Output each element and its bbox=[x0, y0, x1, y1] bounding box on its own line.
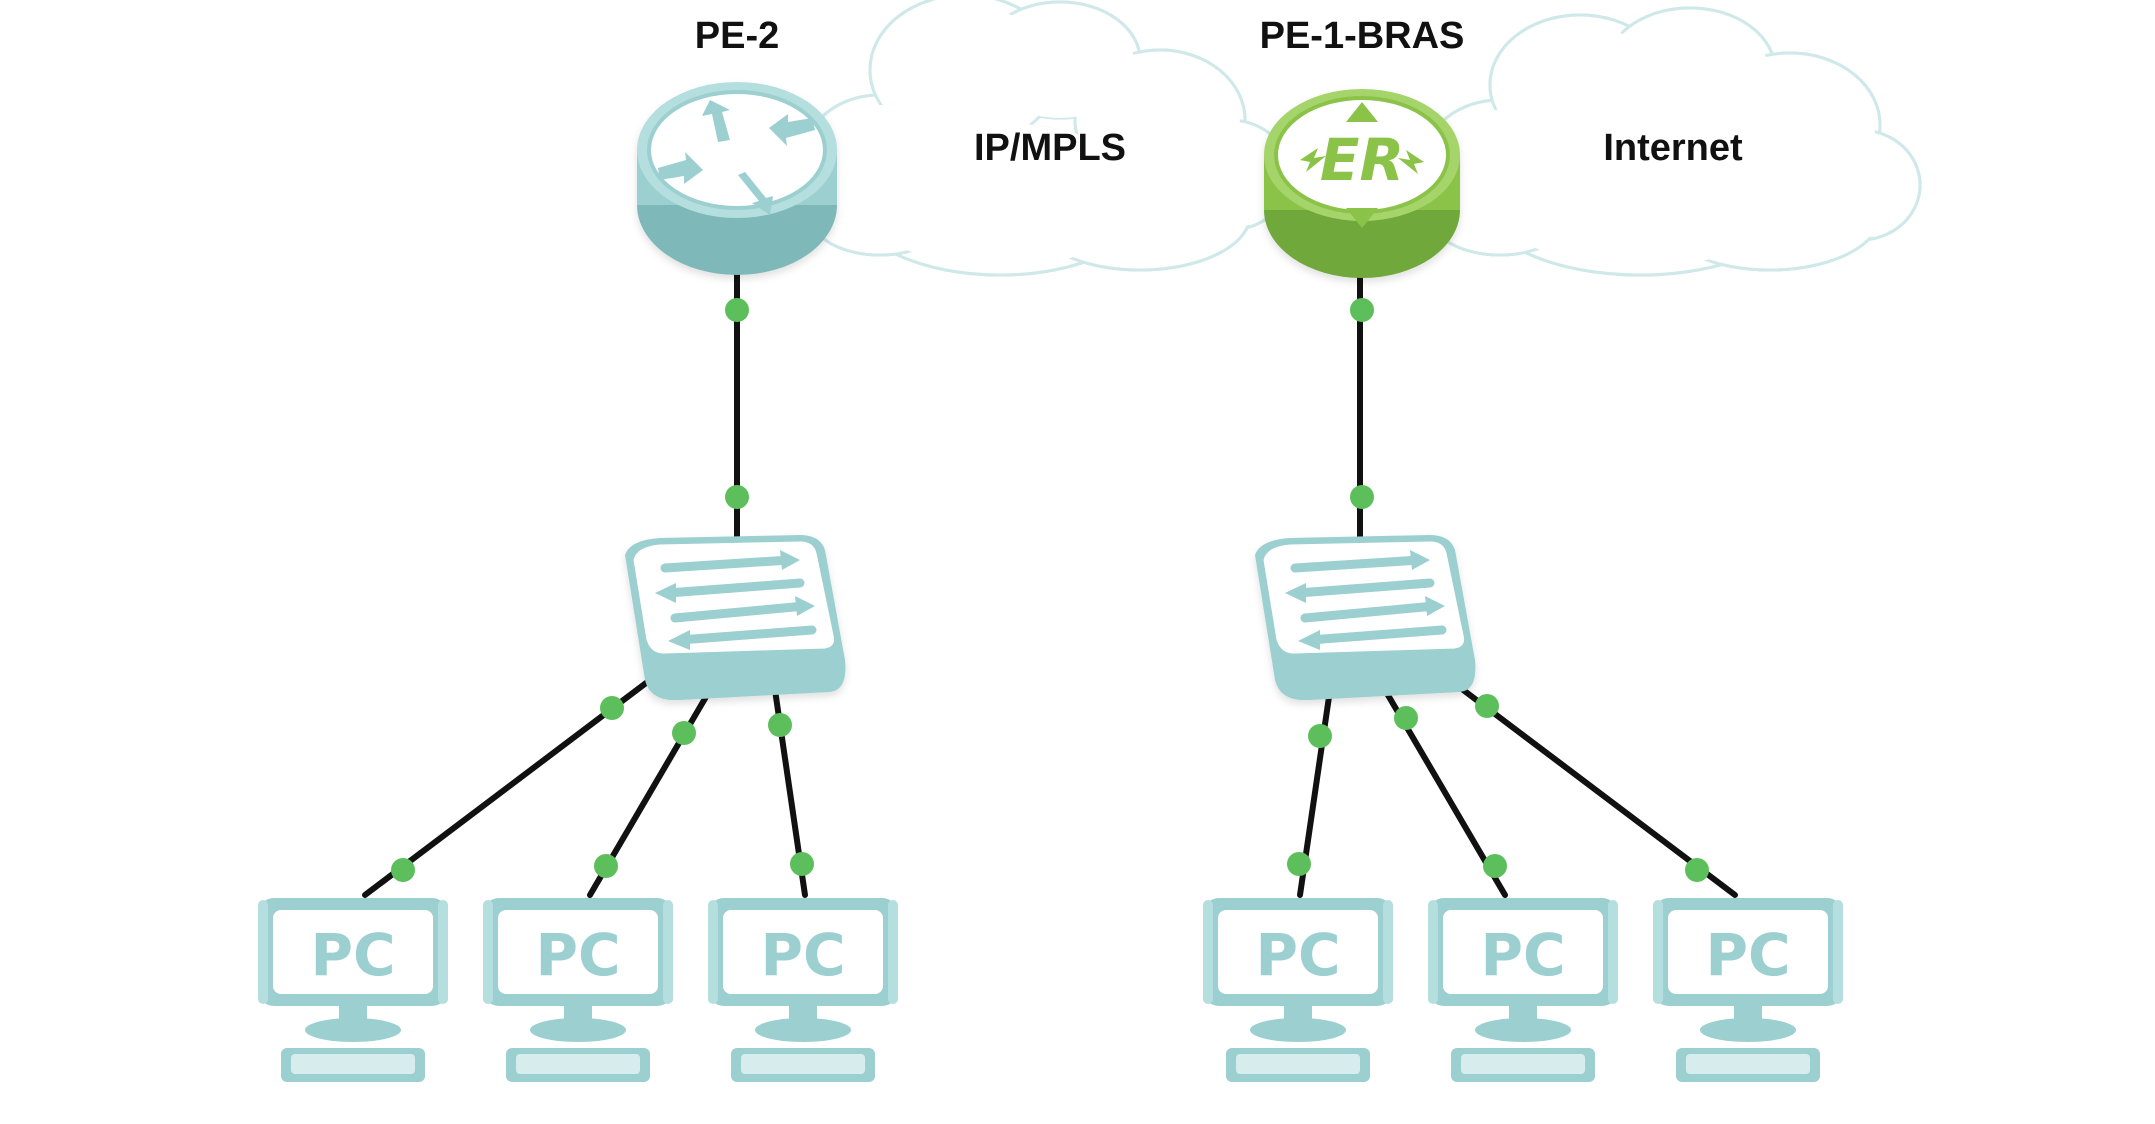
er-router-icon: ER bbox=[1300, 102, 1424, 228]
port-dot bbox=[1475, 694, 1499, 718]
pc-label: PC bbox=[1705, 921, 1790, 989]
pc-stand bbox=[530, 1018, 626, 1042]
links bbox=[362, 252, 1738, 898]
port-dot bbox=[1308, 724, 1332, 748]
port-dot bbox=[725, 298, 749, 322]
pc-group: PC PC PC PC PC PC bbox=[258, 898, 1843, 1082]
pc-screen bbox=[1218, 910, 1378, 994]
port-dot bbox=[1394, 706, 1418, 730]
pc-screen bbox=[723, 910, 883, 994]
cloud-internet-label: Internet bbox=[1603, 127, 1743, 169]
pc-label: PC bbox=[310, 921, 395, 989]
router-pe2-label: PE-2 bbox=[695, 15, 779, 57]
pc-screen bbox=[498, 910, 658, 994]
link-rsw-pc6 bbox=[1447, 677, 1738, 898]
pc-stand bbox=[1475, 1018, 1571, 1042]
cloud-ip-mpls-label: IP/MPLS bbox=[974, 127, 1126, 169]
port-dot bbox=[600, 696, 624, 720]
switch-arrows-icon bbox=[1290, 555, 1447, 645]
port-dot bbox=[1350, 298, 1374, 322]
pc-label: PC bbox=[1255, 921, 1340, 989]
pc-stand bbox=[1700, 1018, 1796, 1042]
pc-stand bbox=[755, 1018, 851, 1042]
pc-5[interactable]: PC bbox=[1428, 898, 1618, 1082]
pc-3[interactable]: PC bbox=[708, 898, 898, 1082]
router-pe1-label: PE-1-BRAS bbox=[1260, 15, 1465, 57]
router-pe1-bras[interactable]: ER bbox=[1264, 89, 1460, 278]
pc-2[interactable]: PC bbox=[483, 898, 673, 1082]
er-badge: ER bbox=[1320, 126, 1404, 194]
pc-stand bbox=[1250, 1018, 1346, 1042]
pc-screen bbox=[1443, 910, 1603, 994]
port-dot bbox=[1287, 852, 1311, 876]
switch-left[interactable] bbox=[625, 535, 846, 701]
pc-screen bbox=[273, 910, 433, 994]
router-arrows-icon bbox=[658, 100, 815, 215]
port-dot bbox=[1483, 854, 1507, 878]
port-dot bbox=[391, 858, 415, 882]
pc-1[interactable]: PC bbox=[258, 898, 448, 1082]
pc-stand bbox=[305, 1018, 401, 1042]
port-dot bbox=[594, 854, 618, 878]
switch-arrowheads bbox=[655, 550, 815, 650]
pc-4[interactable]: PC bbox=[1203, 898, 1393, 1082]
port-dot bbox=[725, 485, 749, 509]
switch-right[interactable] bbox=[1255, 535, 1476, 701]
port-dot bbox=[768, 713, 792, 737]
pc-label: PC bbox=[535, 921, 620, 989]
ports bbox=[391, 298, 1709, 882]
port-dot bbox=[1685, 858, 1709, 882]
router-pe2[interactable] bbox=[637, 82, 837, 275]
switch-arrows-icon bbox=[660, 555, 817, 645]
switch-arrowheads bbox=[1285, 550, 1445, 650]
link-lsw-pc1 bbox=[362, 677, 653, 898]
pc-label: PC bbox=[1480, 921, 1565, 989]
pc-6[interactable]: PC bbox=[1653, 898, 1843, 1082]
cloud-ip-mpls bbox=[803, 0, 1292, 277]
port-dot bbox=[790, 852, 814, 876]
port-dot bbox=[672, 721, 696, 745]
pc-screen bbox=[1668, 910, 1828, 994]
port-dot bbox=[1350, 485, 1374, 509]
cloud-internet bbox=[1423, 6, 1922, 277]
pc-label: PC bbox=[760, 921, 845, 989]
